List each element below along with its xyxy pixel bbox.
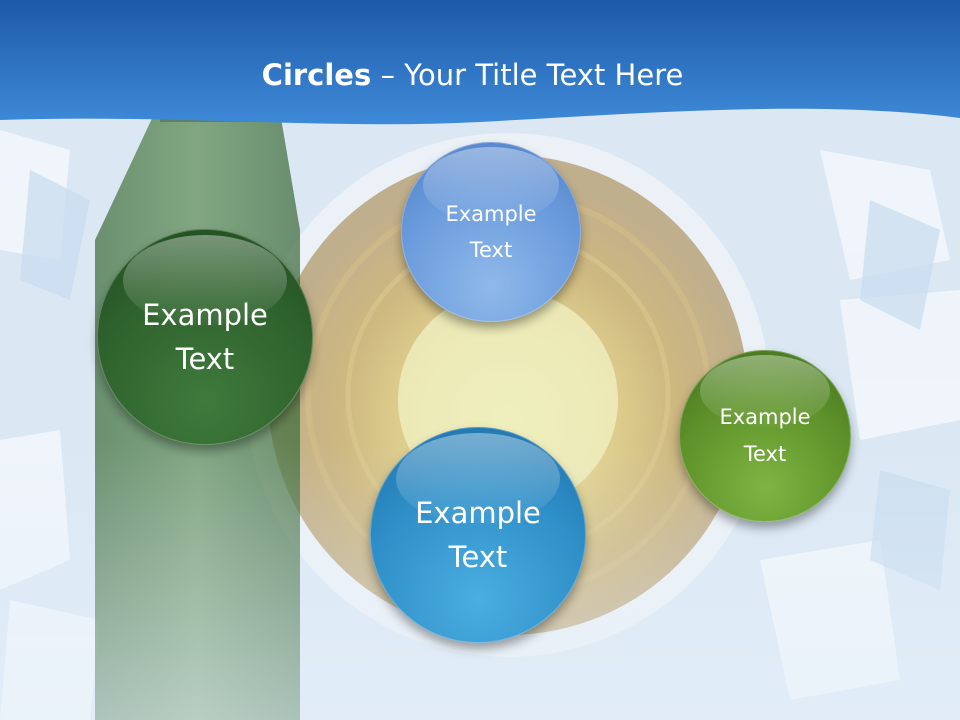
circle-sky-blue[interactable]: Example Text [370, 427, 586, 643]
slide-title: Circles – Your Title Text Here [0, 52, 945, 98]
header-band [0, 0, 960, 125]
circle-label: Example Text [142, 298, 268, 376]
circle-light-blue[interactable]: Example Text [401, 142, 581, 322]
circle-dark-green[interactable]: Example Text [97, 229, 313, 445]
title-bold: Circles [261, 58, 372, 92]
circle-olive-green[interactable]: Example Text [679, 350, 851, 522]
circle-label: Example Text [719, 405, 811, 466]
title-rest: – Your Title Text Here [371, 58, 684, 92]
circle-label: Example Text [445, 202, 537, 262]
circle-label: Example Text [415, 496, 541, 574]
